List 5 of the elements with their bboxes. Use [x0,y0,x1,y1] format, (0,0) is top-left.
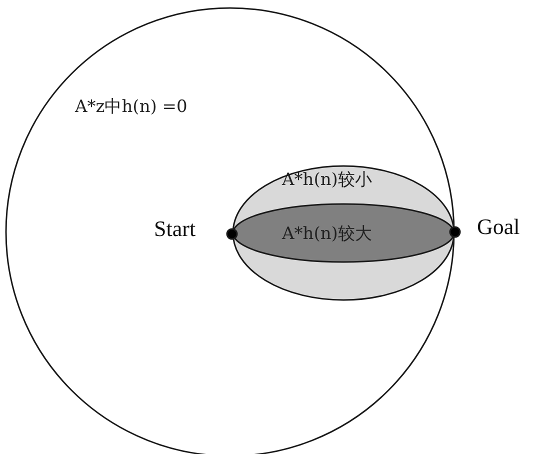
point-label: Start [154,216,196,242]
region-label: A*h(n)较大 [282,223,372,245]
region-label: A*z中h(n) =0 [75,96,188,118]
region-label: A*h(n)较小 [282,169,372,191]
point-label: Goal [477,214,520,240]
